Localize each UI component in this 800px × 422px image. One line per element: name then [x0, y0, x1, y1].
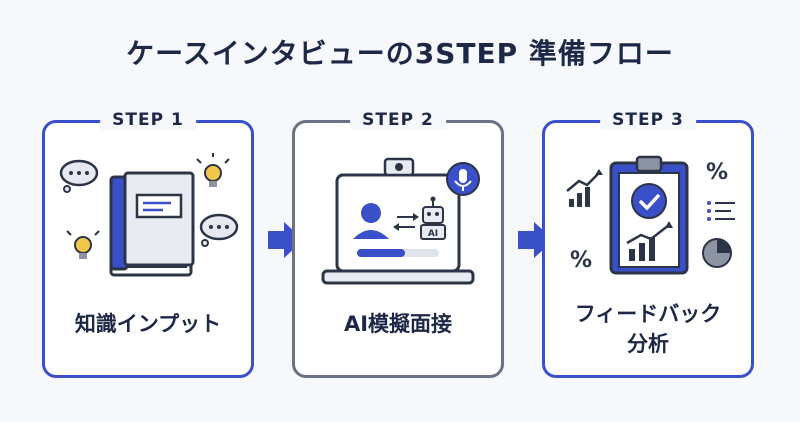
page-title: ケースインタビューの3STEP 準備フロー [126, 37, 674, 70]
arrow-right-icon [518, 222, 554, 258]
thought-bubble-icon [199, 213, 239, 247]
step-1-illustration [59, 153, 239, 277]
step-3-text-line2: 分析 [627, 332, 669, 356]
growth-chart-icon [566, 169, 603, 207]
step-1-label: STEP 1 [100, 110, 196, 130]
step-1-text: 知識インプット [74, 312, 222, 336]
user-icon [353, 203, 389, 239]
step-2-illustration: AI [321, 157, 480, 285]
book-icon [109, 171, 195, 277]
microphone-icon [446, 162, 480, 196]
thought-bubble-icon [59, 159, 99, 193]
exchange-arrows-icon [393, 213, 419, 231]
step-1-card: STEP 1 [42, 110, 254, 378]
robot-icon: AI [420, 196, 446, 240]
progress-bar-icon [357, 249, 439, 257]
lightbulb-icon [66, 230, 100, 259]
checkmark-icon [631, 183, 667, 219]
pie-chart-icon [702, 238, 732, 268]
svg-text:%: % [706, 160, 728, 185]
svg-text:%: % [570, 248, 592, 273]
arrow-right-icon [268, 222, 304, 258]
webcam-icon [383, 157, 415, 177]
step-2-card: STEP 2 [292, 110, 504, 378]
percent-icon: % [570, 248, 592, 273]
list-icon [707, 201, 735, 221]
percent-icon: % [706, 160, 728, 185]
step-2-text: AI模擬面接 [343, 312, 453, 336]
step-3-card: STEP 3 % % [542, 110, 754, 378]
lightbulb-icon [196, 153, 230, 187]
ai-badge-text: AI [428, 229, 438, 239]
step-3-text-line1: フィードバック [574, 302, 722, 326]
step-2-label: STEP 2 [350, 110, 446, 130]
step-3-illustration: % % [566, 155, 735, 275]
step-3-label: STEP 3 [600, 110, 696, 130]
laptop-icon [321, 173, 475, 285]
